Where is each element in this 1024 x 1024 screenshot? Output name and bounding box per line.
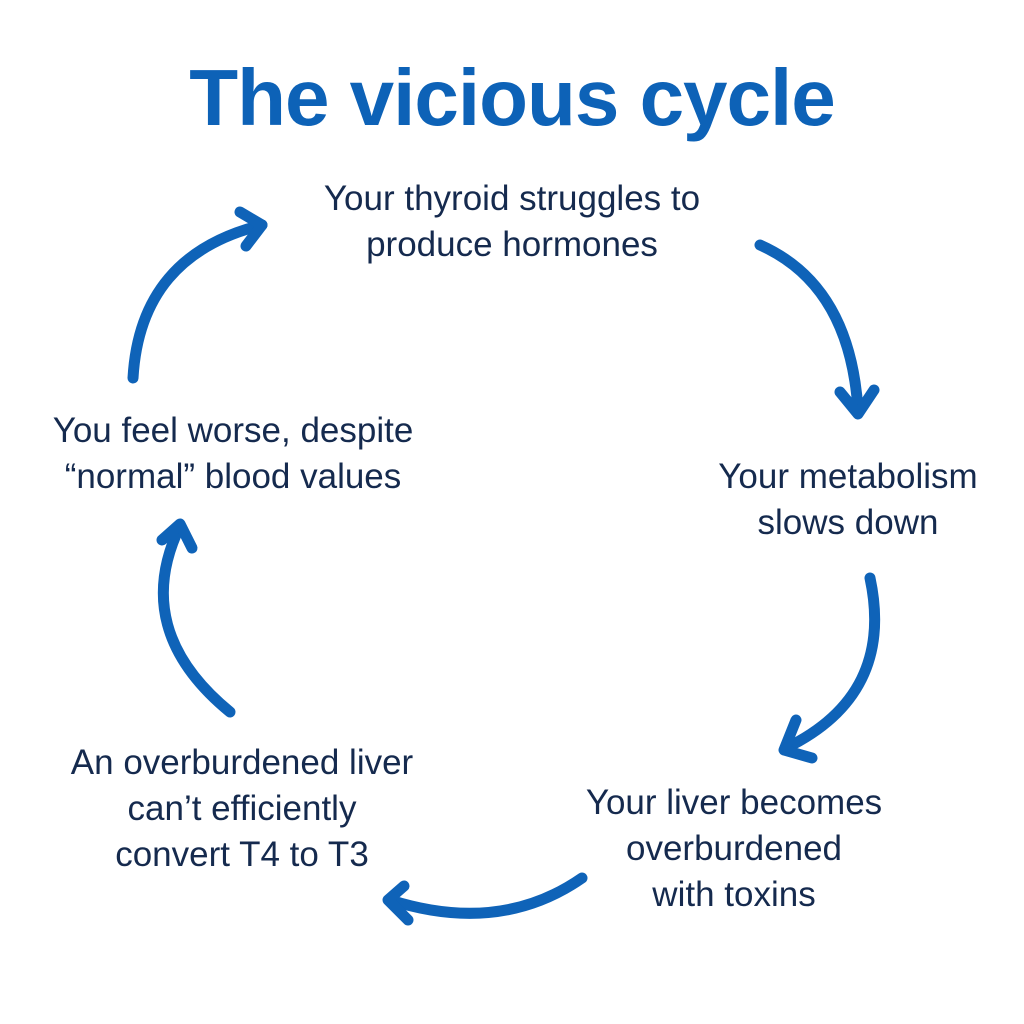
step-text-line: can’t efficiently: [127, 789, 357, 828]
step-text-line: Your liver becomes: [585, 783, 883, 822]
step-text-line: produce hormones: [366, 225, 658, 264]
step-text-line: convert T4 to T3: [115, 835, 369, 874]
curved-arrow-icon: [127, 206, 268, 384]
step-text-line: “normal” blood values: [64, 457, 402, 496]
cycle-step-thyroid: Your thyroid struggles to produce hormon…: [262, 176, 762, 268]
step-text-line: slows down: [757, 503, 939, 542]
step-text-line: with toxins: [652, 875, 816, 914]
curved-arrow-icon: [754, 239, 880, 420]
cycle-step-feel-worse: You feel worse, despite “normal” blood v…: [18, 408, 448, 500]
step-text-line: Your thyroid struggles to: [323, 179, 701, 218]
cycle-step-conversion: An overburdened liver can’t efficiently …: [30, 740, 454, 878]
step-text-line: overburdened: [626, 829, 842, 868]
step-text-line: An overburdened liver: [70, 743, 414, 782]
curved-arrow-icon: [778, 572, 881, 764]
diagram-title: The vicious cycle: [189, 53, 836, 142]
step-text-line: Your metabolism: [718, 457, 978, 496]
cycle-step-liver-toxins: Your liver becomes overburdened with tox…: [548, 780, 920, 918]
curved-arrow-icon: [382, 872, 588, 926]
curved-arrow-icon: [156, 518, 236, 718]
step-text-line: You feel worse, despite: [52, 411, 414, 450]
cycle-step-metabolism: Your metabolism slows down: [690, 454, 1006, 546]
